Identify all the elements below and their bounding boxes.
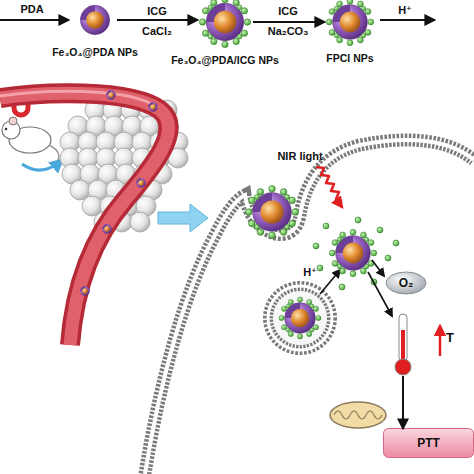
cell-membrane xyxy=(145,140,474,474)
proton-label: H⁺ xyxy=(303,266,317,279)
released-nanoparticle xyxy=(313,217,399,290)
reaction-arrow xyxy=(117,19,197,21)
thermometer-shape xyxy=(388,312,418,376)
endosome xyxy=(279,297,321,339)
reaction-arrow xyxy=(253,21,324,23)
reaction-arrow xyxy=(0,19,68,21)
endosome xyxy=(268,286,332,350)
reagent-label: PDA xyxy=(20,3,43,15)
thermometer-bulb xyxy=(395,359,411,375)
nanoparticle-label: FPCI NPs xyxy=(326,52,373,64)
released-nanoparticle xyxy=(385,255,391,261)
temperature-rise-arrow xyxy=(439,326,442,356)
nanoparticle-endocytosis xyxy=(246,186,299,239)
mouse-figure xyxy=(22,160,62,170)
released-nanoparticle xyxy=(313,217,399,290)
nir-light-arrow xyxy=(316,167,342,207)
light-label: NIR light xyxy=(277,150,322,162)
released-nanoparticle xyxy=(317,265,323,271)
ptt-box-label: PTT xyxy=(383,436,474,450)
tumor-cells xyxy=(130,212,150,232)
blood-vessel xyxy=(0,91,158,108)
nanoparticle-shape xyxy=(324,0,376,48)
released-nanoparticle xyxy=(339,284,345,290)
blood-vessel xyxy=(106,90,115,99)
reaction-arrow xyxy=(402,376,404,428)
nanoparticle-shape xyxy=(197,0,253,50)
nanoparticle-sphere xyxy=(80,5,109,34)
proton-arrow xyxy=(320,270,340,294)
reagent-label: Na₂CO₃ xyxy=(268,25,309,37)
reagent-label: ICG xyxy=(147,5,167,17)
blood-vessel xyxy=(148,102,157,111)
oxygen-ellipse-label: O₂ xyxy=(385,276,427,290)
cell-membrane xyxy=(145,140,474,474)
nanoparticle: Fe₃O₄@PDA NPs xyxy=(73,0,117,42)
released-nanoparticle xyxy=(355,217,361,223)
blood-vessel xyxy=(80,286,89,295)
blood-vessel xyxy=(0,93,169,345)
nanoparticle: FPCI NPs xyxy=(324,0,376,48)
mouse-figure xyxy=(2,117,62,170)
blood-vessel xyxy=(136,178,145,187)
thermometer: T xyxy=(388,312,418,376)
reagent-label: H⁺ xyxy=(398,4,412,17)
nanoparticle-sphere xyxy=(199,0,250,48)
reagent-label: CaCl₂ xyxy=(142,25,172,37)
mitochondrion xyxy=(330,402,386,428)
nanoparticle: Fe₃O₄@PDA/ICG NPs xyxy=(197,0,253,50)
mouse-figure xyxy=(5,128,8,131)
released-nanoparticle xyxy=(313,243,319,249)
product-arrow xyxy=(372,260,384,276)
blood-vessel xyxy=(0,93,169,345)
ptt-box-outline xyxy=(384,429,474,458)
reagent-label: ICG xyxy=(278,5,298,17)
endosome xyxy=(268,286,332,350)
released-nanoparticle xyxy=(377,227,383,233)
transport-arrow xyxy=(158,204,208,232)
ptt-box: PTT xyxy=(383,428,474,458)
nanoparticle-label: Fe₃O₄@PDA NPs xyxy=(52,46,138,58)
blood-vessel xyxy=(0,90,169,345)
released-nanoparticle xyxy=(323,223,329,229)
released-nanoparticle xyxy=(393,240,399,246)
reaction-arrow xyxy=(380,19,434,21)
mouse-figure xyxy=(9,117,17,125)
cell-membrane xyxy=(145,140,474,474)
endosome xyxy=(268,286,332,350)
nanoparticle-shape xyxy=(73,0,117,42)
oxygen-ellipse-outline xyxy=(386,272,426,294)
thermometer-body xyxy=(395,314,411,375)
nanoparticle-sphere xyxy=(326,0,373,46)
oxygen-ellipse: O₂ xyxy=(385,271,427,295)
mitochondrion xyxy=(334,411,382,419)
blood-vessel xyxy=(102,224,111,233)
nanoparticle-label: Fe₃O₄@PDA/ICG NPs xyxy=(171,54,279,66)
mitochondrion xyxy=(330,402,386,428)
thermometer-label: T xyxy=(446,330,454,345)
released-nanoparticle xyxy=(329,229,376,276)
